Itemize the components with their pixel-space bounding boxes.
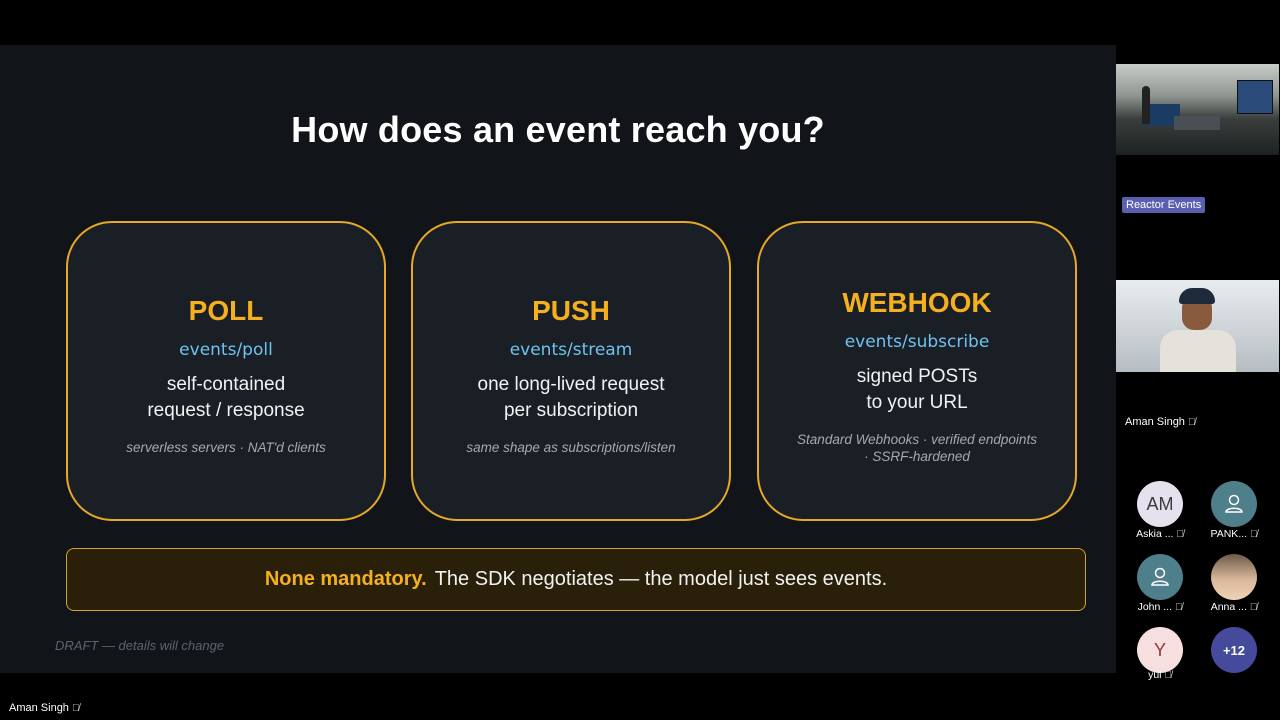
avatar-initials: Y [1153, 639, 1166, 660]
room-video-tile[interactable] [1116, 64, 1279, 155]
room-name-badge: Reactor Events [1122, 197, 1206, 213]
presenter-name: Aman Singh [9, 702, 69, 714]
participant-name: Askia ... [1136, 528, 1174, 540]
person-icon [1151, 567, 1169, 586]
participant-name: yul [1148, 669, 1162, 681]
speaker-name-label: Aman Singh 🎙̸ [1125, 416, 1196, 428]
card-description-line2: to your URL [866, 392, 968, 413]
card-endpoint: events/poll [179, 340, 273, 360]
participant-tile[interactable]: PANK... 🎙̸ [1199, 481, 1269, 540]
mic-off-icon: 🎙̸ [1176, 529, 1184, 540]
mic-off-icon: 🎙̸ [1249, 602, 1258, 613]
avatar-photo [1211, 554, 1257, 600]
room-screen [1237, 80, 1273, 114]
room-screen [1144, 104, 1180, 126]
participant-tile[interactable]: AM Askia ... 🎙̸ [1125, 481, 1195, 540]
draft-note: DRAFT — details will change [55, 638, 225, 653]
mic-off-icon: 🎙̸ [1164, 670, 1172, 681]
card-note-line1: Standard Webhooks · verified endpoints [797, 432, 1037, 447]
avatar-initials: AM [1146, 493, 1174, 514]
card-description-line1: signed POSTs [856, 366, 978, 387]
speaker-body [1160, 330, 1236, 372]
more-count: +12 [1222, 642, 1246, 658]
card-note-line2: · SSRF-hardened [864, 449, 970, 464]
card-title: POLL [188, 295, 264, 326]
card-description-line2: request / response [147, 400, 305, 421]
card-endpoint: events/subscribe [844, 332, 990, 352]
more-count-avatar: +12 [1211, 627, 1257, 673]
participant-sidebar: Reactor Events Aman Singh 🎙̸ AM Askia ..… [1116, 0, 1280, 720]
participant-name: John ... [1137, 601, 1173, 613]
participant-name: PANK... [1210, 528, 1248, 540]
card-webhook: WEBHOOK events/subscribe signed POSTs to… [757, 221, 1077, 521]
avatar [1211, 481, 1257, 527]
card-description-line1: self-contained [166, 374, 286, 395]
mic-off-icon: 🎙̸ [72, 703, 80, 714]
card-title: WEBHOOK [842, 287, 992, 318]
presenter-figure [1142, 86, 1150, 124]
mic-off-icon: 🎙̸ [1250, 529, 1258, 540]
card-description-line2: per subscription [503, 400, 639, 421]
participant-tile[interactable]: Anna ... 🎙̸ [1199, 554, 1269, 613]
podium [1174, 116, 1220, 130]
card-description-line1: one long-lived request [477, 374, 665, 395]
card-endpoint: events/stream [509, 340, 633, 360]
participant-tile[interactable]: Y yul 🎙̸ [1125, 627, 1195, 681]
mic-off-icon: 🎙̸ [1188, 417, 1196, 428]
avatar: Y [1137, 627, 1183, 673]
card-poll: POLL events/poll self-contained request … [66, 221, 386, 521]
participant-name: Anna ... [1210, 601, 1247, 613]
avatar: AM [1137, 481, 1183, 527]
presenter-name-label: Aman Singh 🎙̸ [9, 702, 80, 714]
speaker-name: Aman Singh [1125, 416, 1185, 428]
card-push: PUSH events/stream one long-lived reques… [411, 221, 731, 521]
card-note: serverless servers · NAT'd clients [126, 440, 326, 455]
card-title: PUSH [532, 295, 610, 326]
shared-slide: How does an event reach you? POLL events… [0, 45, 1116, 673]
banner-strong-text: None mandatory. [264, 568, 427, 590]
avatar [1137, 554, 1183, 600]
summary-banner: None mandatory. The SDK negotiates — the … [66, 548, 1086, 611]
speaker-turban [1179, 288, 1215, 304]
banner-text: The SDK negotiates — the model just sees… [434, 568, 888, 590]
mic-off-icon: 🎙̸ [1174, 602, 1183, 613]
participant-tile[interactable]: John ... 🎙̸ [1125, 554, 1195, 613]
slide-title: How does an event reach you? [291, 109, 825, 150]
person-icon [1225, 494, 1243, 513]
speaker-video-tile[interactable] [1116, 280, 1279, 372]
card-note: same shape as subscriptions/listen [466, 440, 676, 455]
more-participants-button[interactable]: +12 [1199, 627, 1269, 673]
